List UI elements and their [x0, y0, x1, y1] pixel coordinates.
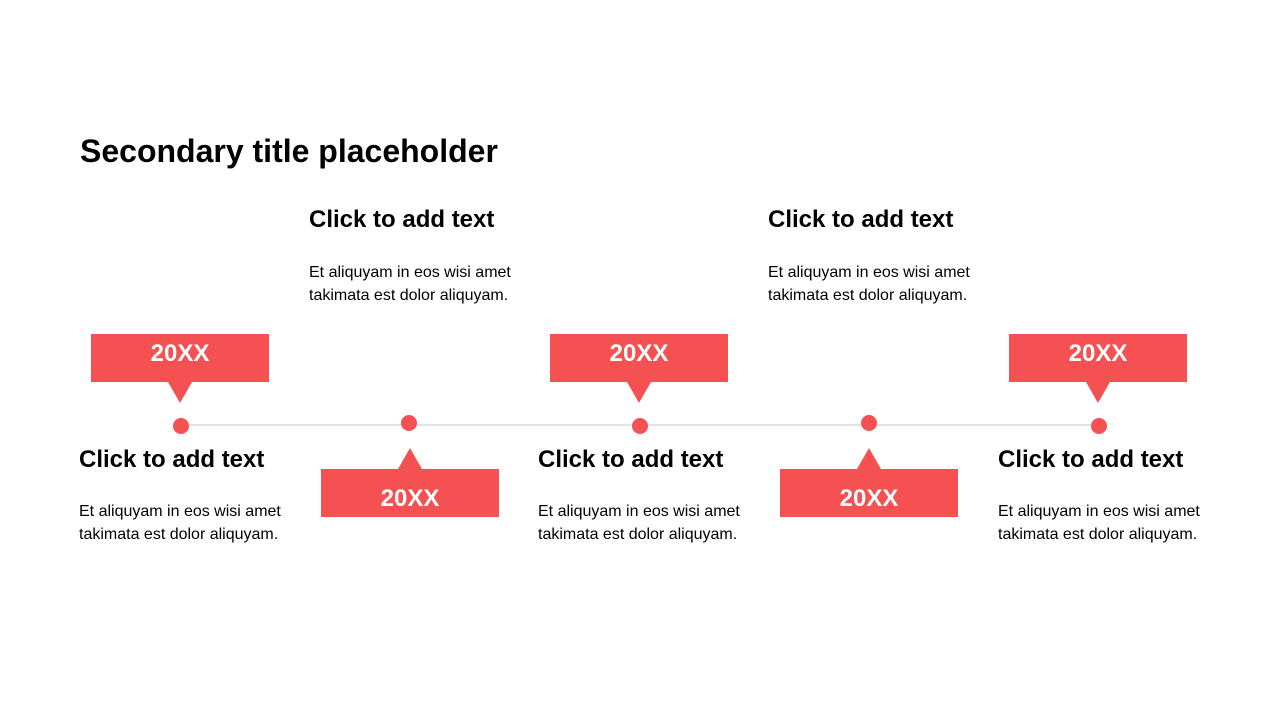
milestone-heading-5[interactable]: Click to add text [998, 446, 1184, 473]
milestone-text-4[interactable]: Et aliquyam in eos wisi amet takimata es… [768, 264, 970, 304]
milestone-text-1[interactable]: Et aliquyam in eos wisi amet takimata es… [79, 503, 281, 543]
milestone-heading-2[interactable]: Click to add text [309, 206, 495, 233]
milestone-text-2[interactable]: Et aliquyam in eos wisi amet takimata es… [309, 264, 511, 304]
timeline-dot-2 [401, 415, 417, 431]
year-tag-2[interactable]: 20XX [321, 448, 499, 517]
milestone-heading-3[interactable]: Click to add text [538, 446, 724, 473]
milestone-heading-4[interactable]: Click to add text [768, 206, 954, 233]
year-tag-1[interactable]: 20XX [91, 334, 269, 403]
milestone-text-3[interactable]: Et aliquyam in eos wisi amet takimata es… [538, 503, 740, 543]
milestone-heading-1[interactable]: Click to add text [79, 446, 265, 473]
timeline-dot-5 [1091, 418, 1107, 434]
milestone-text-5[interactable]: Et aliquyam in eos wisi amet takimata es… [998, 503, 1200, 543]
year-tag-3[interactable]: 20XX [550, 334, 728, 403]
timeline-dot-1 [173, 418, 189, 434]
slide-title[interactable]: Secondary title placeholder [80, 133, 498, 169]
timeline-dot-3 [632, 418, 648, 434]
year-tag-4[interactable]: 20XX [780, 448, 958, 517]
year-tag-5[interactable]: 20XX [1009, 334, 1187, 403]
timeline-dot-4 [861, 415, 877, 431]
